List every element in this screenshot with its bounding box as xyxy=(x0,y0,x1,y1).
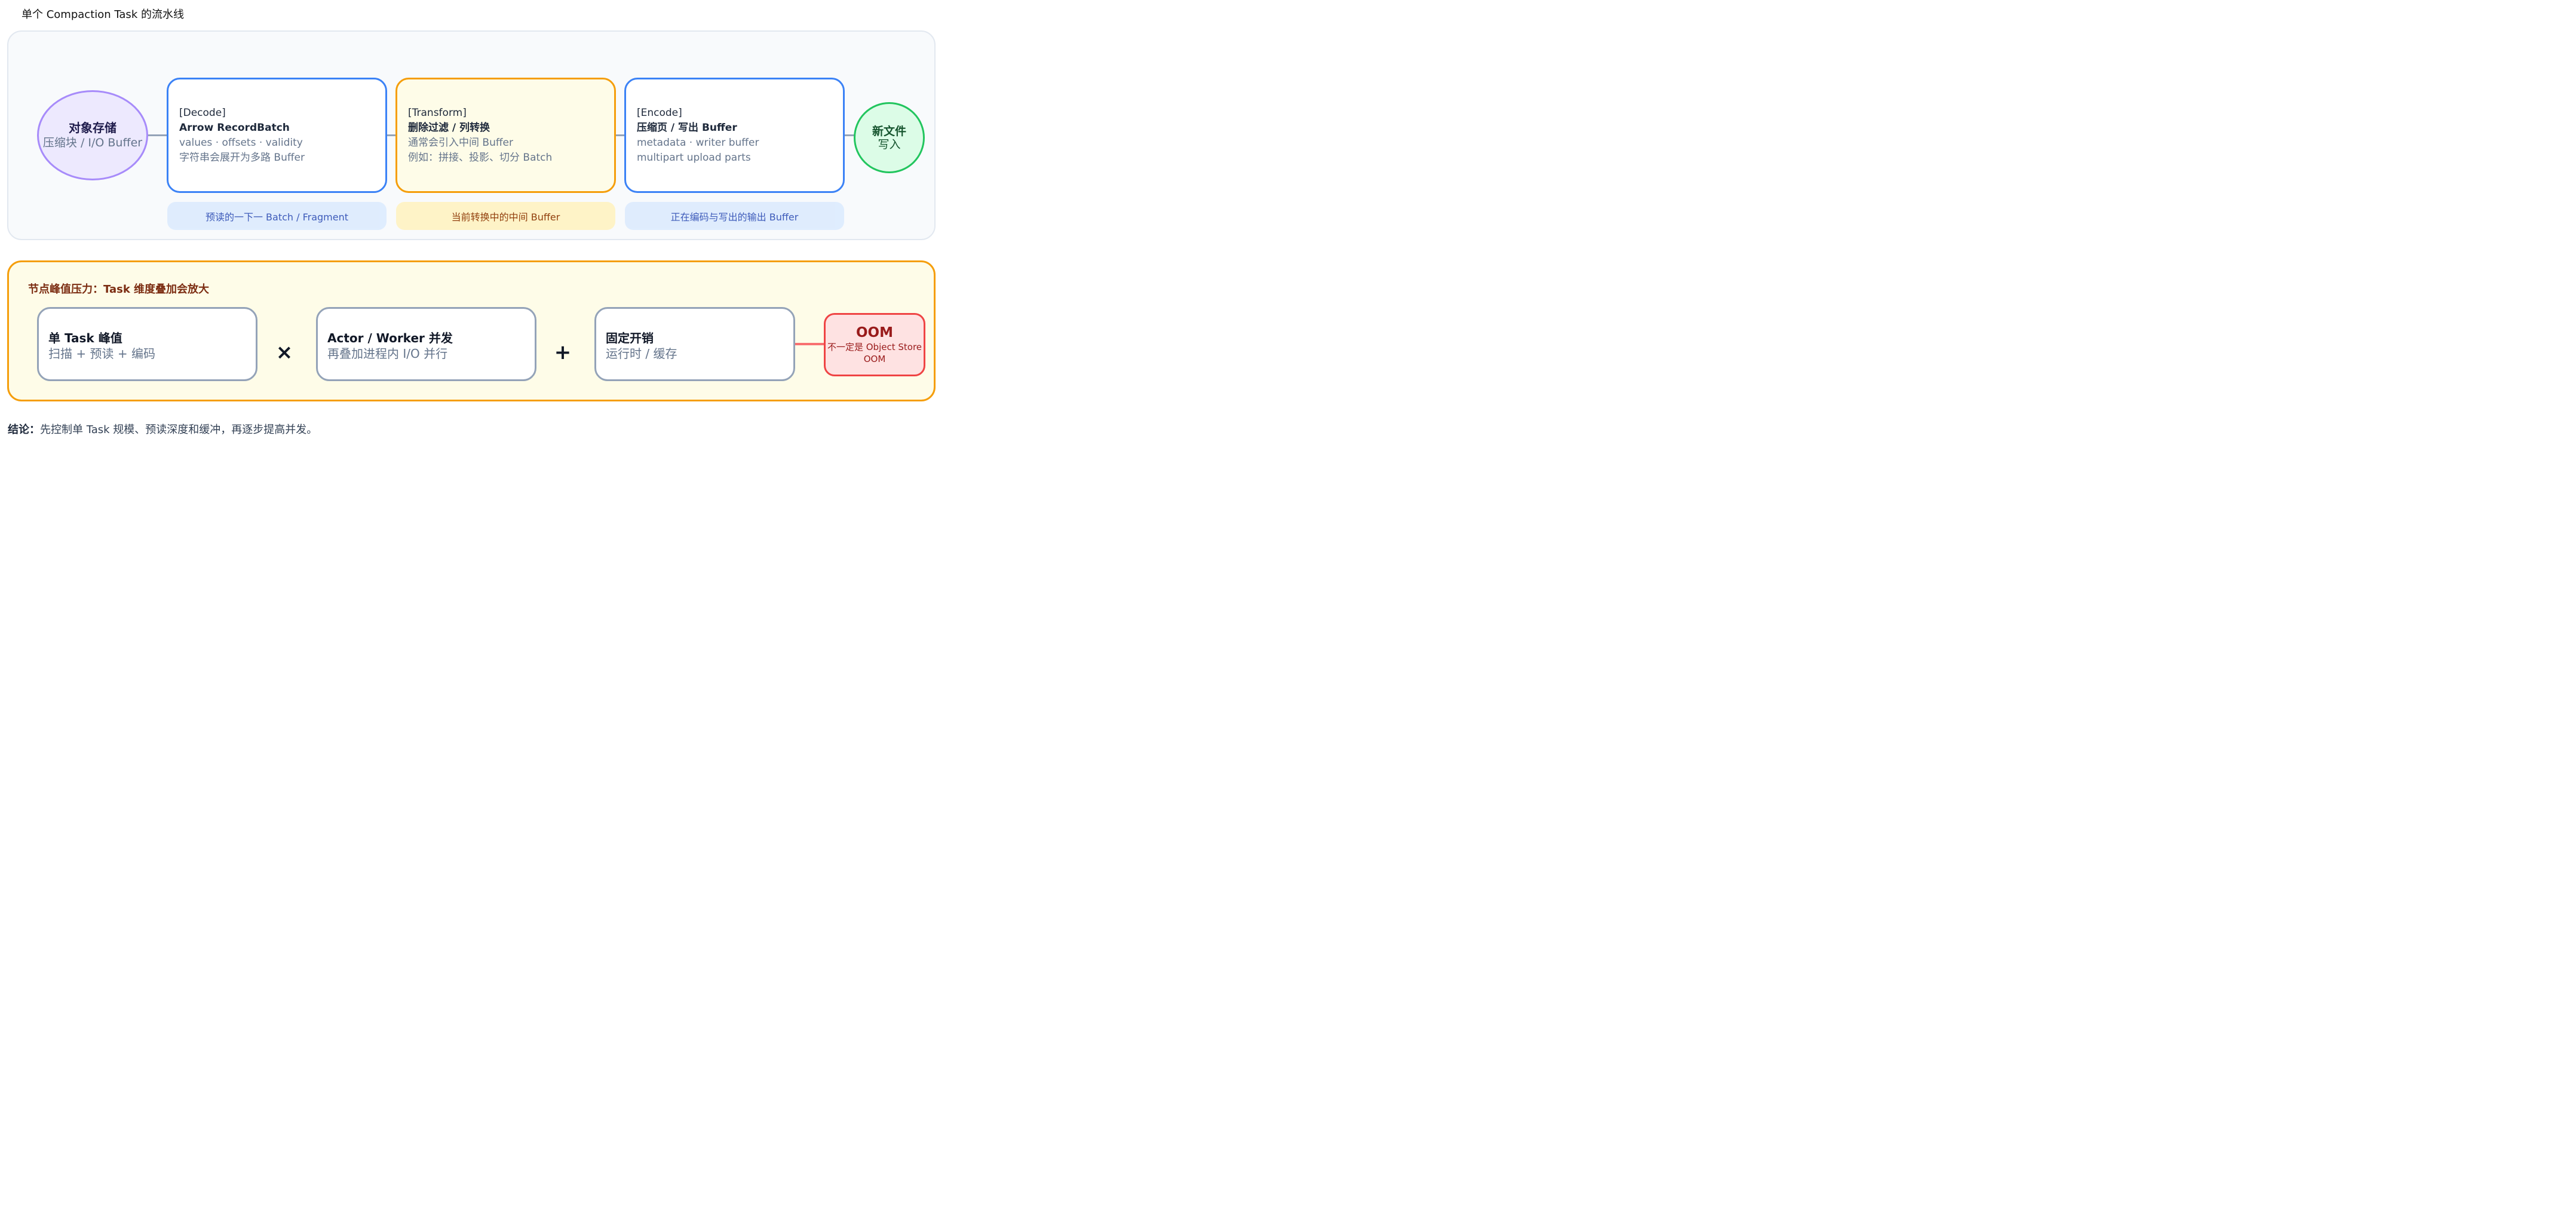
connector-decode-transform xyxy=(386,134,397,136)
conclusion: 结论：先控制单 Task 规模、预读深度和缓冲，再逐步提高并发。 xyxy=(8,421,317,437)
transform-title: 删除过滤 / 列转换 xyxy=(408,122,490,134)
single-task-peak-box: 单 Task 峰值 扫描 + 预读 + 编码 xyxy=(37,307,257,381)
encode-line-1: metadata · writer buffer xyxy=(637,137,759,149)
oom-box: OOM 不一定是 Object Store OOM xyxy=(824,313,925,376)
decode-line-2: 字符串会展开为多路 Buffer xyxy=(179,152,305,164)
decode-line-1: values · offsets · validity xyxy=(179,137,303,149)
transform-line-2: 例如：拼接、投影、切分 Batch xyxy=(408,152,553,164)
transform-stage: [Transform] 删除过滤 / 列转换 通常会引入中间 Buffer 例如… xyxy=(395,78,616,193)
actor-worker-title: Actor / Worker 并发 xyxy=(327,331,453,345)
fixed-overhead-box: 固定开销 运行时 / 缓存 xyxy=(594,307,795,381)
plus-operator: + xyxy=(554,340,572,364)
transform-buffer-note: 当前转换中的中间 Buffer xyxy=(396,202,615,230)
decode-stage: [Decode] Arrow RecordBatch values · offs… xyxy=(167,78,387,193)
oom-connector xyxy=(795,343,825,345)
decode-tag: [Decode] xyxy=(179,107,226,119)
single-task-peak-subtitle: 扫描 + 预读 + 编码 xyxy=(48,346,155,361)
actor-worker-subtitle: 再叠加进程内 I/O 并行 xyxy=(327,346,448,361)
conclusion-text: 先控制单 Task 规模、预读深度和缓冲，再逐步提高并发。 xyxy=(40,424,318,436)
connector-storage-decode xyxy=(147,134,168,136)
connector-encode-newfile xyxy=(844,134,855,136)
oom-title: OOM xyxy=(856,325,893,340)
transform-line-1: 通常会引入中间 Buffer xyxy=(408,137,514,149)
single-task-peak-title: 单 Task 峰值 xyxy=(48,331,122,345)
actor-worker-concurrency-box: Actor / Worker 并发 再叠加进程内 I/O 并行 xyxy=(316,307,536,381)
fixed-overhead-title: 固定开销 xyxy=(606,331,654,345)
multiply-operator: × xyxy=(275,340,293,364)
encode-buffer-note: 正在编码与写出的输出 Buffer xyxy=(625,202,844,230)
oom-subtitle: 不一定是 Object Store OOM xyxy=(827,342,922,364)
encode-tag: [Encode] xyxy=(637,107,682,119)
object-storage-subtitle: 压缩块 / I/O Buffer xyxy=(42,136,143,149)
transform-tag: [Transform] xyxy=(408,107,467,119)
encode-stage: [Encode] 压缩页 / 写出 Buffer metadata · writ… xyxy=(624,78,845,193)
object-storage-node: 对象存储 压缩块 / I/O Buffer xyxy=(37,90,148,180)
decode-buffer-note: 预读的一下一 Batch / Fragment xyxy=(167,202,387,230)
page-title: 单个 Compaction Task 的流水线 xyxy=(22,8,184,21)
encode-title: 压缩页 / 写出 Buffer xyxy=(637,122,737,134)
new-file-title: 新文件 xyxy=(872,124,906,138)
new-file-node: 新文件 写入 xyxy=(854,102,925,173)
conclusion-label: 结论： xyxy=(8,424,40,436)
fixed-overhead-subtitle: 运行时 / 缓存 xyxy=(606,346,677,361)
object-storage-title: 对象存储 xyxy=(69,121,116,135)
peak-pressure-title: 节点峰值压力：Task 维度叠加会放大 xyxy=(28,283,210,296)
encode-line-2: multipart upload parts xyxy=(637,152,751,164)
new-file-subtitle: 写入 xyxy=(878,137,901,151)
connector-transform-encode xyxy=(615,134,625,136)
decode-title: Arrow RecordBatch xyxy=(179,122,290,134)
